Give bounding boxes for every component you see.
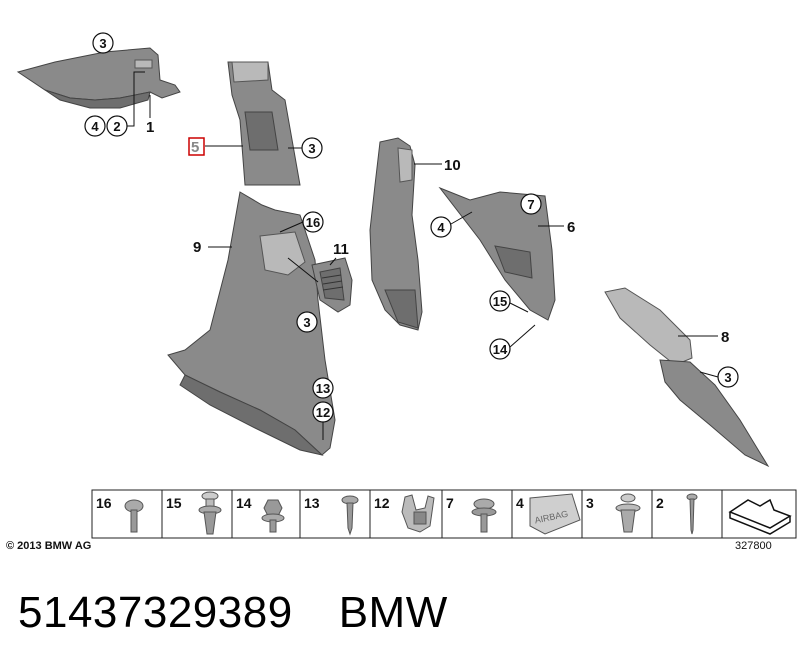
callout-3-b-pillar: 3 bbox=[301, 137, 323, 159]
callout-7: 7 bbox=[520, 193, 542, 215]
callout-15: 15 bbox=[489, 290, 511, 312]
legend-number: 14 bbox=[236, 495, 252, 511]
legend-number: 2 bbox=[656, 495, 664, 511]
expanding-clip-icon bbox=[615, 493, 641, 533]
legend-number: 3 bbox=[586, 495, 594, 511]
callout-label: 3 bbox=[724, 370, 731, 385]
footer: 51437329389 BMW bbox=[18, 588, 448, 648]
legend-number: 7 bbox=[446, 495, 454, 511]
legend-number: 16 bbox=[96, 495, 112, 511]
callout-2-top-left: 2 bbox=[106, 115, 128, 137]
leader-line bbox=[699, 371, 719, 378]
screw-icon bbox=[341, 495, 359, 536]
callout-label: 2 bbox=[113, 119, 120, 134]
leader-line bbox=[287, 257, 319, 283]
callout-label-9: 9 bbox=[193, 239, 201, 256]
direction-arrow-icon bbox=[728, 498, 792, 535]
callout-label: 3 bbox=[99, 36, 106, 51]
callout-label-8: 8 bbox=[721, 329, 729, 346]
callout-14: 14 bbox=[489, 338, 511, 360]
leader-line bbox=[509, 302, 529, 313]
part-1-trim[interactable] bbox=[16, 47, 181, 109]
callout-label-1: 1 bbox=[146, 119, 154, 136]
part-11-vent[interactable] bbox=[311, 257, 353, 313]
callout-label: 4 bbox=[437, 220, 445, 235]
leader-line bbox=[450, 211, 473, 225]
callout-label: 13 bbox=[316, 381, 330, 396]
callout-label: 4 bbox=[91, 119, 99, 134]
leader-line bbox=[329, 257, 337, 266]
leader-line bbox=[279, 221, 304, 233]
legend-number: 15 bbox=[166, 495, 182, 511]
legend-number: 12 bbox=[374, 495, 390, 511]
nut-icon bbox=[261, 499, 285, 533]
fastener-legend: 16 15 14 13 12 7 4 3 2 bbox=[91, 489, 797, 539]
callout-label-6: 6 bbox=[567, 219, 575, 236]
clip-icon bbox=[198, 491, 222, 535]
part-10-trim[interactable] bbox=[369, 137, 423, 331]
callout-16: 16 bbox=[302, 211, 324, 233]
callout-3-top-left: 3 bbox=[92, 32, 114, 54]
callout-label: 15 bbox=[493, 294, 507, 309]
callout-label-5: 5 bbox=[191, 139, 199, 156]
part-5-trim[interactable] bbox=[227, 61, 301, 186]
screw-icon bbox=[686, 493, 698, 535]
leader-line bbox=[127, 71, 145, 127]
diagram-id: 327800 bbox=[735, 540, 772, 552]
legend-number: 13 bbox=[304, 495, 320, 511]
parts-diagram: 3 4 2 1 5 3 9 16 3 13 bbox=[16, 32, 797, 539]
part-6-trim[interactable] bbox=[438, 186, 556, 321]
callout-4-right: 4 bbox=[430, 216, 452, 238]
callout-label: 16 bbox=[306, 215, 320, 230]
brand-name: BMW bbox=[338, 588, 448, 637]
leader-line bbox=[509, 324, 536, 348]
callout-label: 7 bbox=[527, 197, 534, 212]
callout-label: 14 bbox=[493, 342, 508, 357]
legend-number: 4 bbox=[516, 495, 524, 511]
callout-3-right: 3 bbox=[717, 366, 739, 388]
callout-label-11: 11 bbox=[333, 241, 349, 258]
callout-13: 13 bbox=[312, 377, 334, 399]
copyright-text: © 2013 BMW AG bbox=[6, 540, 92, 552]
bracket-clip-icon bbox=[401, 494, 435, 533]
screw-icon bbox=[124, 499, 144, 533]
part-number: 51437329389 bbox=[18, 588, 293, 637]
callout-label: 3 bbox=[303, 315, 310, 330]
callout-4-top-left: 4 bbox=[84, 115, 106, 137]
part-8-trim[interactable] bbox=[604, 287, 770, 468]
highlight-box bbox=[188, 137, 205, 156]
part-9-trim[interactable] bbox=[167, 191, 336, 456]
callout-3-lower: 3 bbox=[296, 311, 318, 333]
screw-icon bbox=[471, 498, 497, 533]
callout-12: 12 bbox=[312, 401, 334, 423]
airbag-badge-icon: AIRBAG bbox=[529, 493, 581, 535]
callout-label: 3 bbox=[308, 141, 315, 156]
callout-label: 12 bbox=[316, 405, 330, 420]
callout-label-10: 10 bbox=[444, 157, 461, 174]
